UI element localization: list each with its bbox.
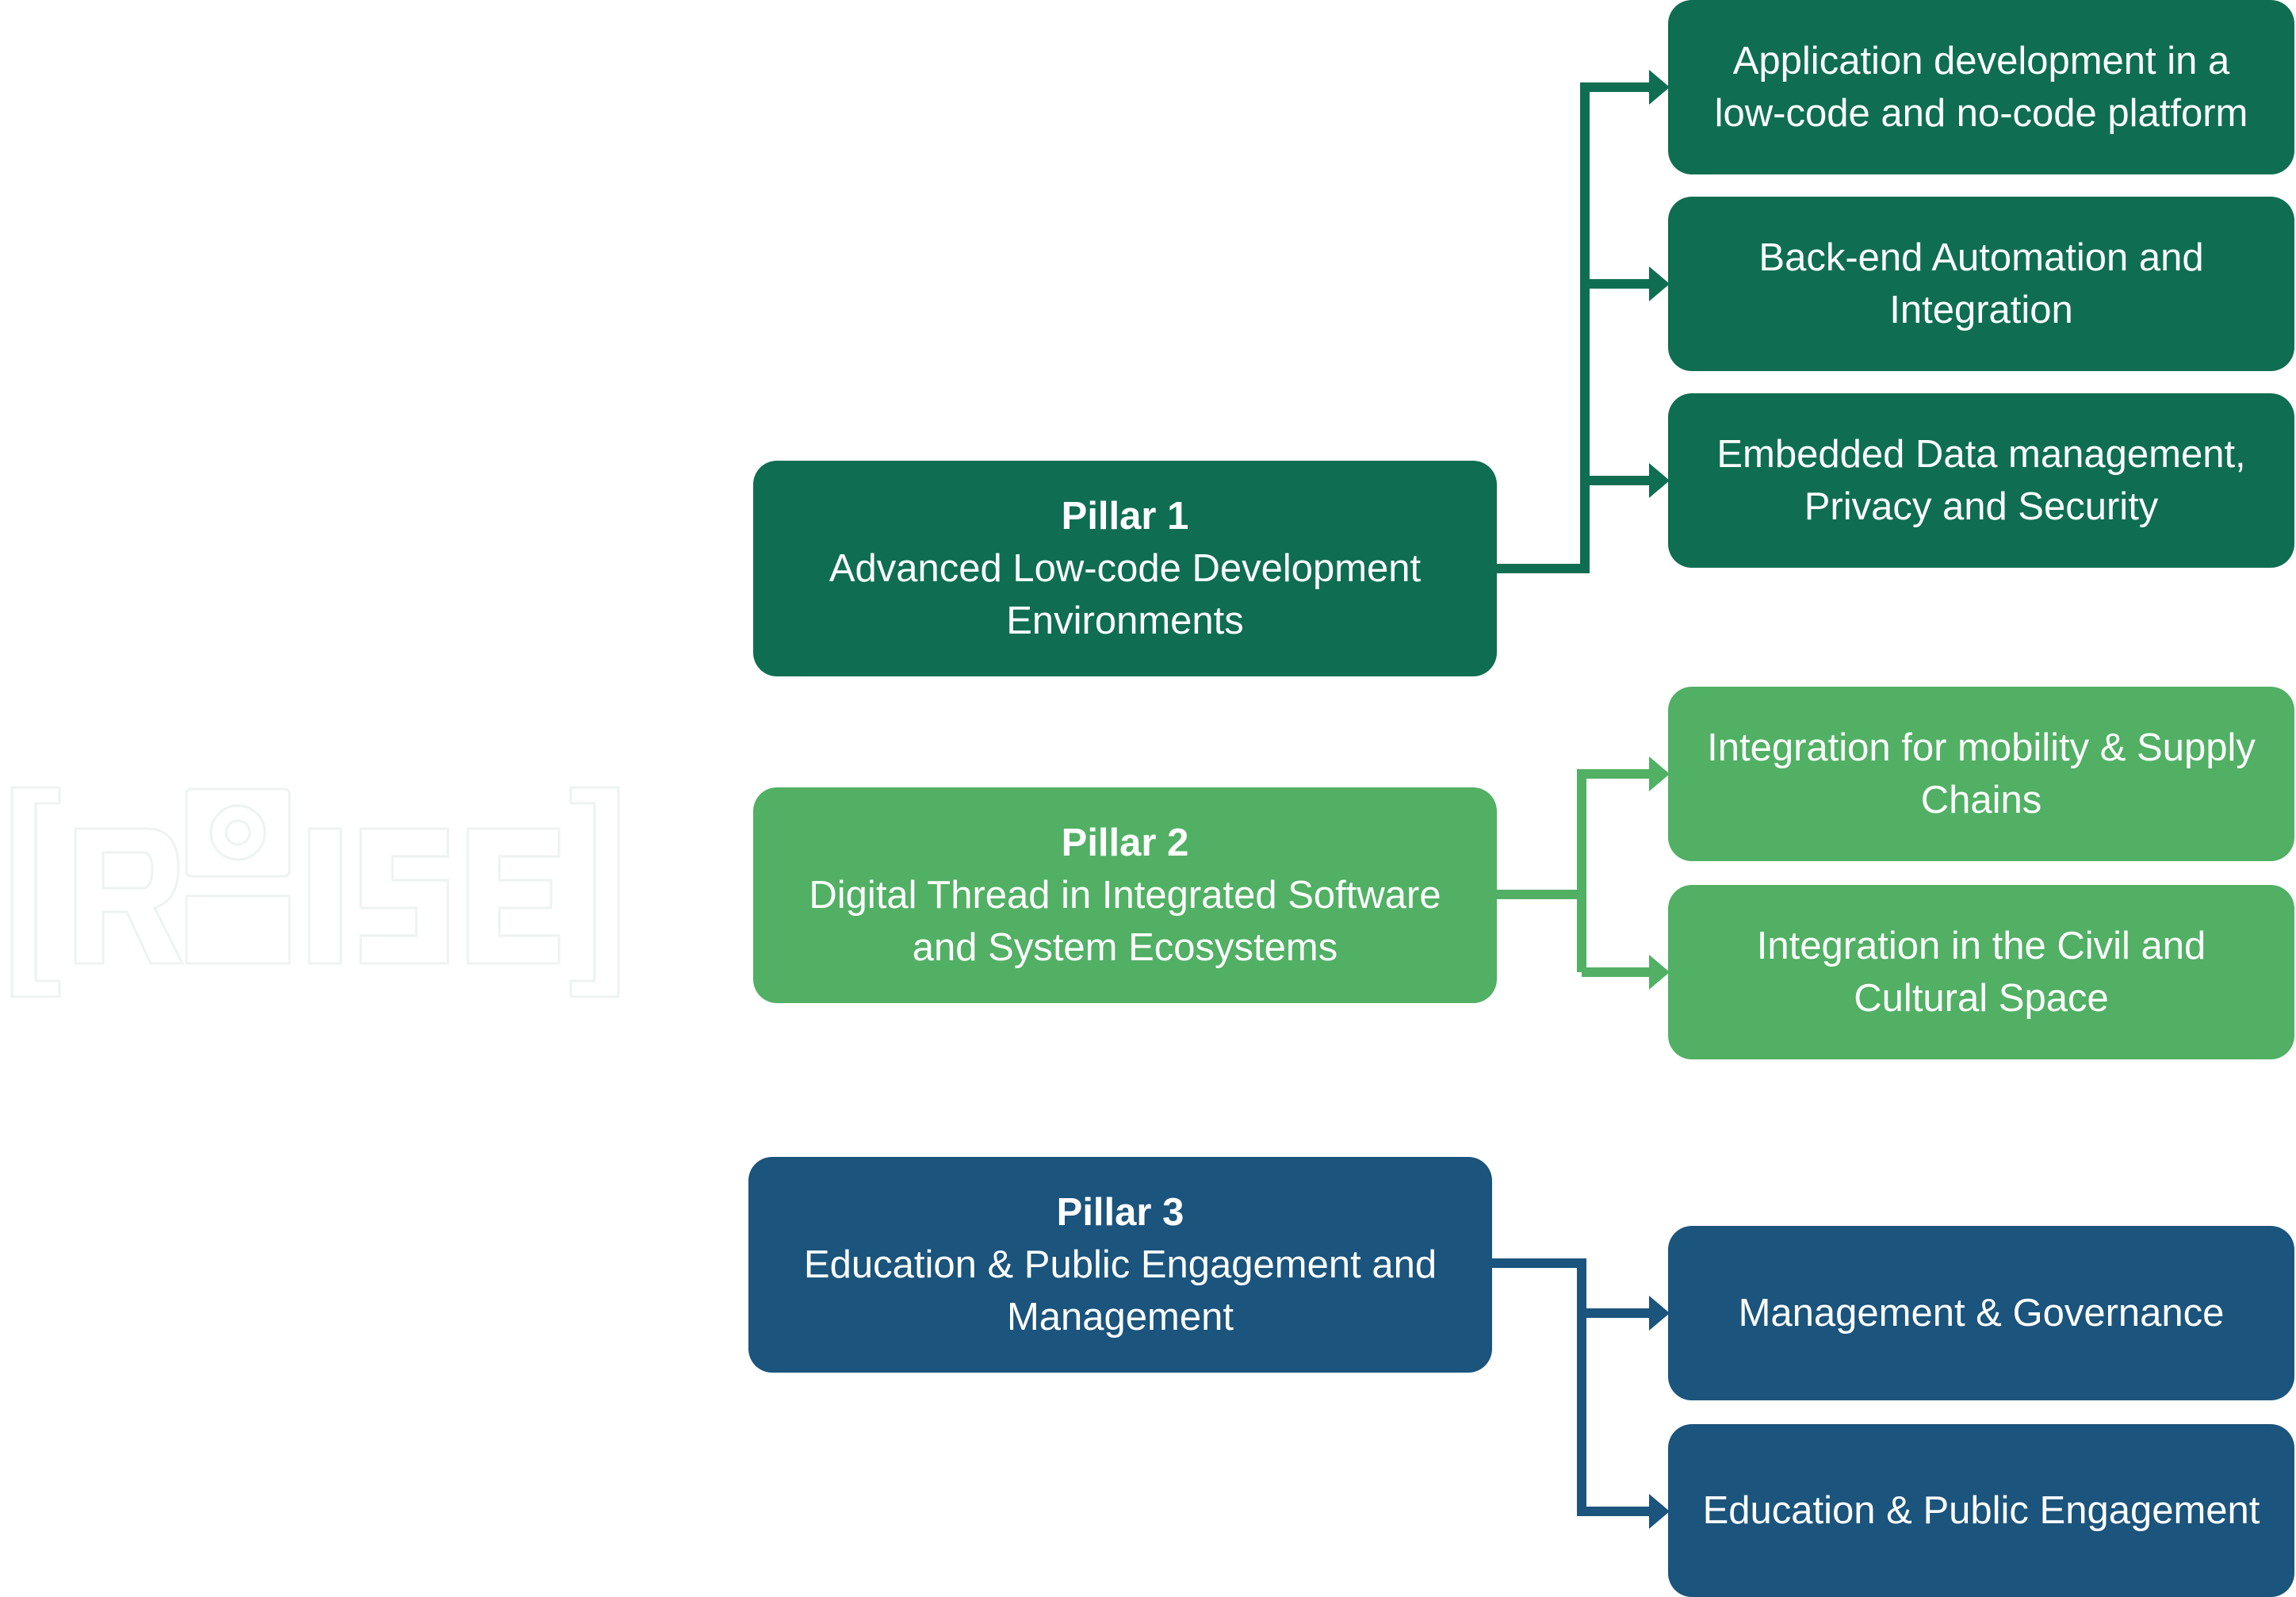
pillar-1-item-3: Embedded Data management, Privacy and Se… xyxy=(1668,393,2294,568)
pillar-2-arrowheads xyxy=(1649,756,1670,990)
pillar-2-item-1: Integration for mobility & Supply Chains xyxy=(1668,687,2294,861)
pillar-1-title: Pillar 1 xyxy=(1061,495,1189,538)
pillar-2-title: Pillar 2 xyxy=(1061,821,1189,864)
pillar-2-box: Pillar 2 Digital Thread in Integrated So… xyxy=(753,787,1497,1003)
raise-logo xyxy=(10,786,620,998)
pillar-1-item-2: Back-end Automation and Integration xyxy=(1668,197,2294,371)
pillar-3-item-2: Education & Public Engagement xyxy=(1668,1424,2294,1597)
pillar-1-item-1: Application development in a low-code an… xyxy=(1668,0,2294,174)
pillar-3-box: Pillar 3 Education & Public Engagement a… xyxy=(748,1157,1492,1373)
pillar-2-subtitle: Digital Thread in Integrated Software an… xyxy=(809,874,1441,969)
pillar-1-connectors xyxy=(1497,82,1649,573)
pillar-1-subtitle: Advanced Low-code Development Environmen… xyxy=(828,547,1422,642)
pillar-3-arrowheads xyxy=(1649,1296,1670,1529)
pillar-3-connectors xyxy=(1492,1258,1649,1516)
pillar-3-item-1: Management & Governance xyxy=(1668,1226,2294,1400)
pillar-3-subtitle: Education & Public Engagement and Manage… xyxy=(803,1243,1437,1338)
pillar-1-box: Pillar 1 Advanced Low-code Development E… xyxy=(753,461,1497,676)
pillar-1-arrowheads xyxy=(1649,70,1670,498)
pillar-2-connectors xyxy=(1497,769,1649,977)
pillar-3-title: Pillar 3 xyxy=(1056,1191,1184,1234)
pillar-2-item-2: Integration in the Civil and Cultural Sp… xyxy=(1668,885,2294,1059)
